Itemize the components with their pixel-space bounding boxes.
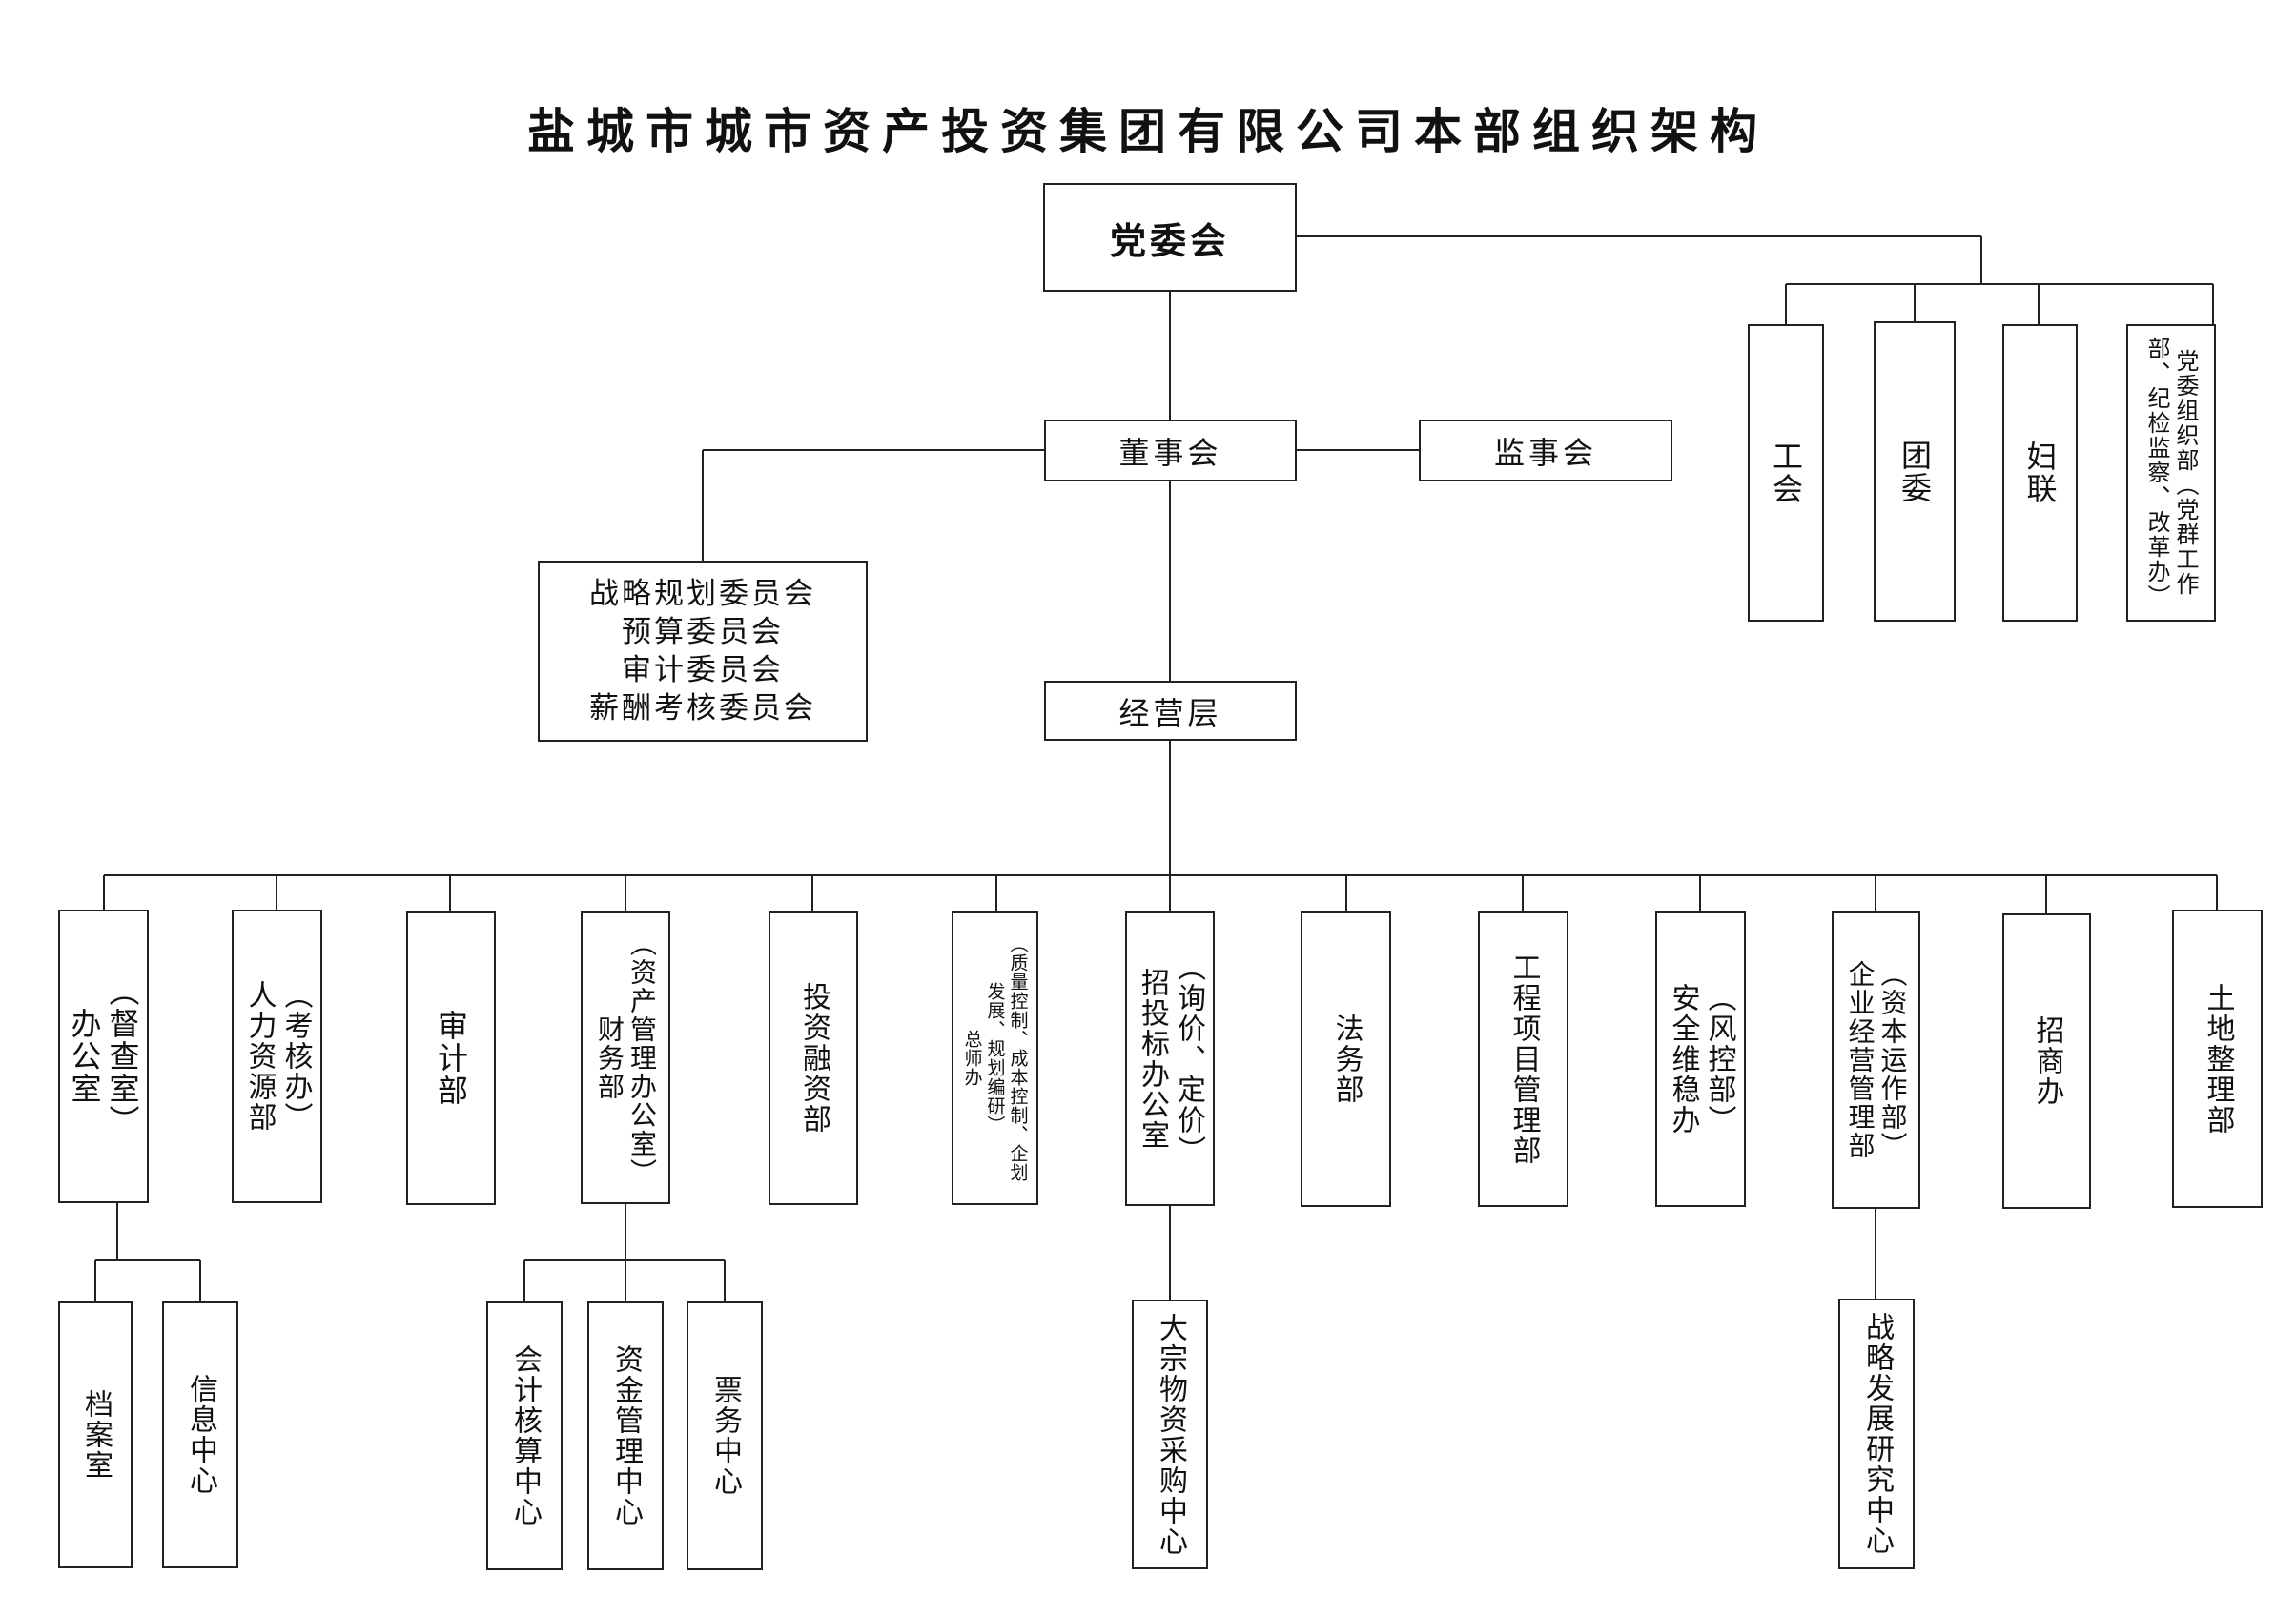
sub-unit-label: 票务中心	[708, 1375, 742, 1497]
department-label: 工程项目管理部	[1507, 952, 1541, 1166]
department-box: （资本运作部） 企业经营管理部	[1832, 911, 1920, 1209]
department-box: （资产管理办公室） 财务部	[581, 911, 670, 1204]
party-committee-label: 党委会	[1109, 219, 1230, 262]
department-label: （资产管理办公室） 财务部	[594, 929, 658, 1187]
department-box: 投资融资部	[769, 911, 858, 1205]
department-label: 审计部	[433, 1010, 469, 1107]
department-label: （询价、定价） 招投标办公室	[1136, 952, 1205, 1166]
department-label: （资本运作部） 企业经营管理部	[1844, 960, 1909, 1160]
department-label: 招商办	[2030, 1015, 2064, 1107]
party-unit-box: 工会	[1748, 324, 1824, 622]
management-box: 经营层	[1044, 681, 1297, 741]
department-label: 土地整理部	[2201, 982, 2235, 1136]
supervisors-box: 监事会	[1419, 420, 1672, 481]
sub-unit-box: 大宗物资采购中心	[1132, 1300, 1208, 1569]
page-title: 盐城市城市资产投资集团有限公司本部组织架构	[527, 104, 1769, 159]
sub-unit-label: 资金管理中心	[609, 1344, 643, 1527]
party-unit-box: 妇联	[2002, 324, 2078, 622]
committee-item: 审计委员会	[622, 653, 784, 687]
department-box: （询价、定价） 招投标办公室	[1125, 911, 1215, 1206]
department-box: 审计部	[406, 911, 496, 1205]
sub-unit-box: 战略发展研究中心	[1838, 1299, 1915, 1569]
department-box: （督查室） 办公室	[58, 910, 149, 1203]
committees-box: 战略规划委员会 预算委员会 审计委员会 薪酬考核委员会	[538, 561, 868, 742]
department-box: （风控部） 安全维稳办	[1655, 911, 1746, 1207]
party-unit-label: 工会	[1768, 440, 1804, 505]
department-box: 工程项目管理部	[1478, 911, 1568, 1207]
sub-unit-box: 资金管理中心	[587, 1301, 664, 1570]
department-box: （质量控制、成本控制、企划 发展、规划编研） 总师办	[952, 911, 1038, 1205]
department-label: 投资融资部	[797, 982, 830, 1135]
department-box: 土地整理部	[2172, 910, 2263, 1208]
sub-unit-box: 档案室	[58, 1301, 133, 1568]
party-unit-box: 党委组织部（党群工作 部、纪检监察、改革办）	[2126, 324, 2216, 622]
sub-unit-label: 档案室	[79, 1389, 113, 1481]
board-label: 董事会	[1118, 434, 1222, 471]
sub-unit-box: 票务中心	[687, 1301, 763, 1570]
sub-unit-label: 信息中心	[184, 1374, 217, 1496]
department-label: （督查室） 办公室	[66, 975, 141, 1137]
committee-item: 战略规划委员会	[589, 577, 816, 611]
party-unit-label: 党委组织部（党群工作 部、纪检监察、改革办）	[2143, 337, 2199, 609]
department-label: （考核办） 人力资源部	[242, 980, 313, 1133]
committee-item: 预算委员会	[622, 615, 784, 649]
sub-unit-label: 会计核算中心	[508, 1344, 542, 1527]
party-committee-box: 党委会	[1043, 183, 1297, 292]
department-box: 法务部	[1301, 911, 1391, 1207]
sub-unit-label: 大宗物资采购中心	[1154, 1312, 1187, 1557]
management-label: 经营层	[1118, 694, 1222, 731]
department-label: 法务部	[1329, 1013, 1363, 1105]
party-unit-box: 团委	[1874, 321, 1956, 622]
sub-unit-box: 信息中心	[162, 1301, 238, 1568]
party-unit-label: 妇联	[2021, 440, 2059, 505]
supervisors-label: 监事会	[1493, 434, 1597, 471]
sub-unit-box: 会计核算中心	[486, 1301, 563, 1570]
department-box: 招商办	[2002, 913, 2091, 1209]
committee-item: 薪酬考核委员会	[589, 691, 816, 726]
party-unit-label: 团委	[1896, 439, 1933, 504]
sub-unit-label: 战略发展研究中心	[1860, 1312, 1894, 1556]
board-box: 董事会	[1044, 420, 1297, 481]
department-label: （质量控制、成本控制、企划 发展、规划编研） 总师办	[961, 934, 1029, 1182]
department-box: （考核办） 人力资源部	[232, 910, 322, 1203]
department-label: （风控部） 安全维稳办	[1666, 983, 1736, 1136]
